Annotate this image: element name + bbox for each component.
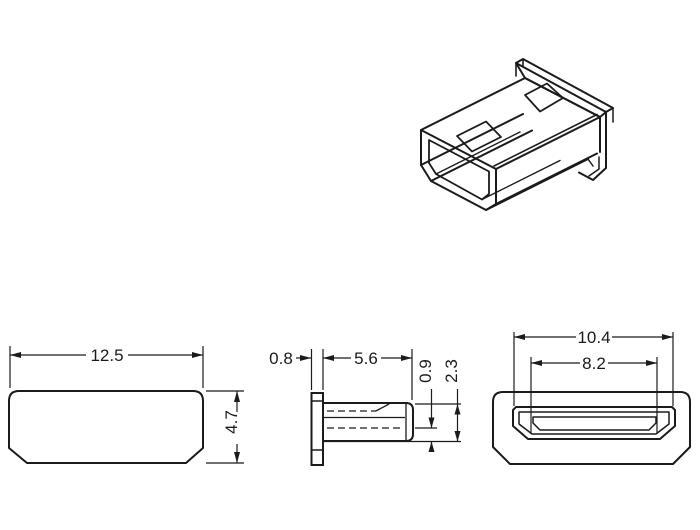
arrowhead (662, 334, 673, 340)
arrowhead (10, 352, 21, 358)
back-outer-width-label: 10.4 (577, 328, 610, 347)
front-width-dimension (9, 346, 204, 388)
back-body-middle-profile (518, 411, 670, 435)
iso-top-right-chamfer-line (493, 113, 598, 167)
back-body-outer-profile (512, 406, 676, 440)
back-view: 10.4 8.2 (492, 328, 691, 465)
iso-latch-hole-near (456, 120, 502, 153)
side-body-outline (323, 402, 414, 442)
arrowhead (428, 441, 435, 452)
side-flange-ticks (311, 400, 323, 451)
side-body-height-label: 2.3 (442, 359, 461, 383)
arrowhead (234, 391, 240, 402)
arrowhead (192, 352, 203, 358)
back-opening-width-label: 8.2 (582, 354, 606, 373)
iso-body-top-face (420, 77, 601, 170)
side-body-length-label: 5.6 (354, 349, 378, 368)
iso-flange-top-edge (515, 58, 614, 113)
arrowhead (323, 355, 334, 361)
iso-latch-hole-far (524, 82, 564, 113)
side-flange-thickness-label: 0.8 (269, 349, 293, 368)
side-wall-label: 0.9 (416, 359, 435, 383)
front-width-label: 12.5 (90, 346, 123, 365)
iso-rim-inner (428, 139, 490, 201)
front-view: 12.5 4.7 (8, 346, 244, 464)
iso-flange-front-strip (515, 62, 607, 118)
side-body-interior (324, 403, 407, 440)
arrowhead (401, 355, 412, 361)
iso-flange-right-edge (578, 111, 607, 181)
arrowhead (531, 360, 542, 366)
arrowhead (428, 417, 435, 428)
iso-rim-outer (420, 129, 497, 211)
iso-flange-step (587, 107, 614, 177)
arrowhead (454, 404, 461, 415)
iso-cavity-lines (435, 131, 561, 201)
arrowhead (514, 334, 525, 340)
front-height-label: 4.7 (222, 410, 241, 434)
back-opening-profile (532, 416, 657, 431)
front-outline (8, 390, 204, 464)
side-view: 0.8 5.6 0.9 2.3 (269, 349, 461, 466)
iso-bottom-left-edge (430, 129, 533, 182)
arrowhead (300, 355, 311, 361)
iso-flange-left-sliver (515, 58, 524, 77)
back-flange-outline (492, 391, 691, 465)
iso-left-chamfer-edge (420, 113, 524, 166)
isometric-view (420, 58, 614, 211)
arrowhead (454, 431, 461, 442)
side-flange (310, 392, 324, 466)
arrowhead (234, 452, 240, 463)
back-dimension-lines (513, 332, 674, 433)
arrowhead (646, 360, 657, 366)
iso-right-chamfer-edge (495, 152, 598, 205)
